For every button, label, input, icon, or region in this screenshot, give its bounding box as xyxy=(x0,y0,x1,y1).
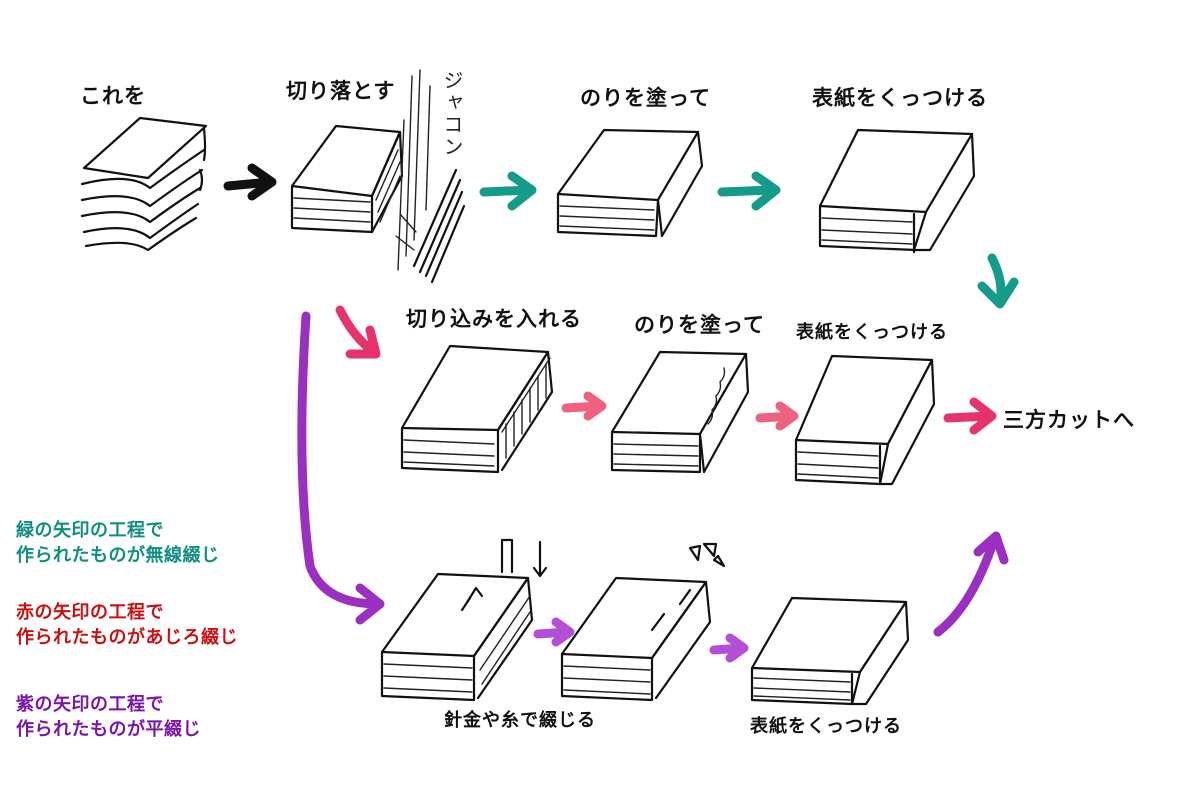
purple-covered-book-drawing xyxy=(750,596,910,706)
legend-purple-line1: 紫の矢印の工程で xyxy=(16,694,164,715)
legend-purple-line2: 作られたものが平綴じ xyxy=(16,719,201,740)
legend-red: 赤の矢印の工程で 作られたものがあじろ綴じ xyxy=(16,600,238,650)
red-notched-stack-drawing xyxy=(400,344,554,474)
green-arrow-3 xyxy=(977,253,1019,309)
label-red-glue: のりを塗って xyxy=(634,313,765,337)
legend-green: 緑の矢印の工程で 作られたものが無線綴じ xyxy=(16,518,220,568)
label-green-glue: のりを塗って xyxy=(580,86,711,110)
red-arrow-3 xyxy=(755,401,799,431)
red-arrow-4 xyxy=(943,397,997,435)
purple-arrow-4 xyxy=(933,531,1009,637)
legend-green-line2: 作られたものが無線綴じ xyxy=(16,545,220,566)
purple-arrow-2 xyxy=(533,617,575,647)
label-source-sheets: これを xyxy=(80,84,146,108)
label-purple-bind: 針金や糸で綴じる xyxy=(444,710,596,731)
purple-arrow-1 xyxy=(297,311,385,625)
green-arrow-2 xyxy=(717,171,781,211)
legend-green-line1: 緑の矢印の工程で xyxy=(16,520,164,541)
purple-bound-stack-drawing xyxy=(560,542,726,702)
label-red-cover: 表紙をくっつける xyxy=(796,322,948,343)
label-cut: 切り落とす xyxy=(286,79,396,103)
cut-stack-drawing xyxy=(290,124,404,234)
cut-motion-drawing xyxy=(395,69,466,284)
label-result: 三方カットへ xyxy=(1003,408,1135,432)
legend-red-line2: 作られたものがあじろ綴じ xyxy=(16,627,238,648)
black-arrow xyxy=(223,163,277,201)
label-purple-cover: 表紙をくっつける xyxy=(750,716,902,737)
green-glued-stack-drawing xyxy=(556,128,704,238)
loose-sheets-drawing xyxy=(80,116,208,252)
sfx-cut-sound: ジャコン xyxy=(440,70,464,158)
red-arrow-1 xyxy=(335,305,381,359)
red-covered-book-drawing xyxy=(794,354,936,486)
label-red-notch: 切り込みを入れる xyxy=(406,307,582,331)
purple-stapled-stack-drawing xyxy=(380,538,548,702)
red-arrow-2 xyxy=(561,391,607,421)
green-arrow-1 xyxy=(479,171,537,211)
green-covered-book-drawing xyxy=(818,128,976,254)
purple-arrow-3 xyxy=(709,633,749,663)
red-glued-stack-drawing xyxy=(610,350,750,474)
label-green-cover: 表紙をくっつける xyxy=(812,86,988,110)
legend-purple: 紫の矢印の工程で 作られたものが平綴じ xyxy=(16,692,201,742)
legend-red-line1: 赤の矢印の工程で xyxy=(16,602,164,623)
